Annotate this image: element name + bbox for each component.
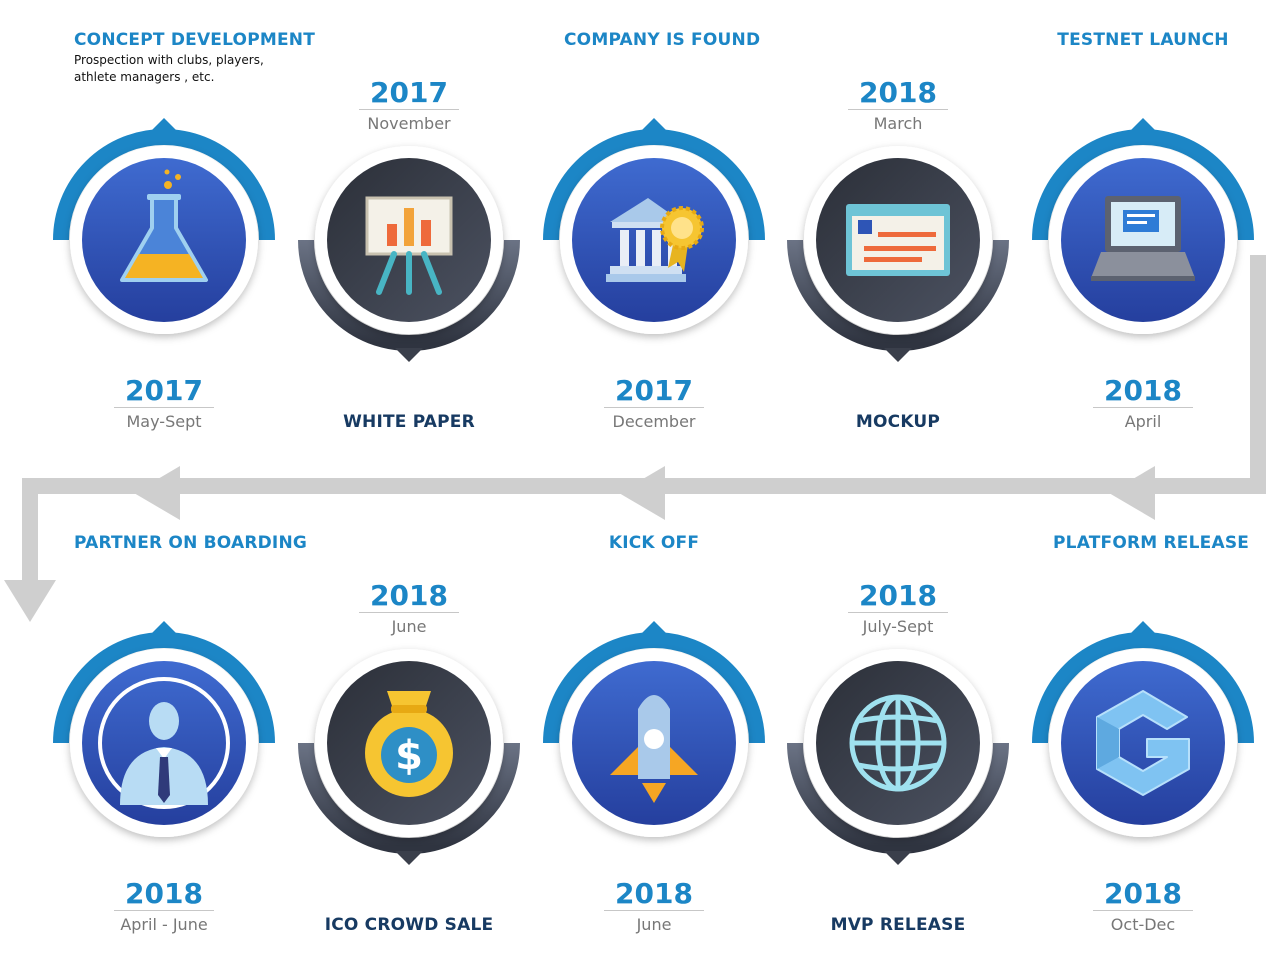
- milestone-node: [1049, 146, 1237, 334]
- arc-pointer: [150, 621, 178, 635]
- milestone-title: PARTNER ON BOARDING: [74, 533, 308, 553]
- svg-text:$: $: [395, 733, 423, 779]
- blue-arc: [543, 129, 765, 241]
- milestone-year: 2018: [604, 879, 704, 911]
- milestone-node: [560, 146, 748, 334]
- milestone-title: WHITE PAPER: [343, 412, 475, 432]
- milestone-node: [70, 649, 258, 837]
- milestone-year: 2018: [848, 581, 948, 613]
- milestone-title: KICK OFF: [608, 533, 700, 553]
- milestone-node: [804, 649, 992, 837]
- milestone-node: [70, 146, 258, 334]
- arc-pointer: [640, 621, 668, 635]
- milestone-date: November: [367, 114, 451, 133]
- browser-window-icon: [846, 204, 950, 276]
- milestone-node: [1049, 649, 1237, 837]
- laptop-icon: [1091, 196, 1195, 281]
- milestone-year: 2018: [1093, 879, 1193, 911]
- milestone-year: 2018: [359, 581, 459, 613]
- arc-pointer: [395, 851, 423, 865]
- arc-pointer: [1129, 621, 1157, 635]
- milestone-date: May-Sept: [126, 412, 202, 431]
- globe-icon: [849, 694, 947, 792]
- blue-arc: [1032, 632, 1254, 744]
- milestone-year: 2017: [359, 78, 459, 110]
- milestone-node: $: [315, 649, 503, 837]
- milestone-node: [560, 649, 748, 837]
- milestone-date: July-Sept: [862, 617, 934, 636]
- dark-arc: [298, 742, 520, 854]
- timeline-nodes: $: [70, 146, 1237, 837]
- milestone-date: December: [612, 412, 696, 431]
- flask-icon: [120, 169, 208, 282]
- milestone-description: Prospection with clubs, players, athlete…: [74, 53, 264, 84]
- blue-arc: [53, 129, 275, 241]
- milestone-year: 2018: [1093, 376, 1193, 408]
- dark-arc: [298, 239, 520, 351]
- left-arrowhead: [619, 466, 665, 520]
- milestone-year: 2018: [848, 78, 948, 110]
- milestone-title: ICO CROWD SALE: [324, 915, 494, 935]
- arc-pointer: [884, 851, 912, 865]
- blue-arc: [543, 632, 765, 744]
- milestone-node: [804, 146, 992, 334]
- milestone-date: April - June: [120, 915, 208, 934]
- left-arrowhead: [134, 466, 180, 520]
- dark-arc: [787, 239, 1009, 351]
- flow-arrows: [4, 255, 1266, 622]
- milestone-year: 2017: [604, 376, 704, 408]
- dark-arc: [787, 742, 1009, 854]
- down-arrowhead: [4, 580, 56, 622]
- money-bag-icon: $: [365, 691, 453, 797]
- milestone-date: April: [1124, 412, 1162, 431]
- milestone-title: MVP RELEASE: [830, 915, 966, 935]
- blue-arc: [53, 632, 275, 744]
- milestone-date: Oct-Dec: [1110, 915, 1176, 934]
- milestone-title: CONCEPT DEVELOPMENT: [74, 30, 316, 50]
- milestone-title: MOCKUP: [855, 412, 941, 432]
- milestone-date: June: [391, 617, 427, 636]
- milestone-node: [315, 146, 503, 334]
- arc-pointer: [150, 118, 178, 132]
- node-circle: [1061, 661, 1225, 825]
- arc-pointer: [884, 348, 912, 362]
- blue-arc: [1032, 129, 1254, 241]
- milestone-date: June: [636, 915, 672, 934]
- milestone-title: PLATFORM RELEASE: [1053, 533, 1250, 553]
- rocket-icon: [610, 695, 698, 803]
- arc-pointer: [1129, 118, 1157, 132]
- left-arrowhead: [1109, 466, 1155, 520]
- milestone-title: TESTNET LAUNCH: [1057, 30, 1229, 50]
- milestone-year: 2018: [114, 879, 214, 911]
- arc-pointer: [640, 118, 668, 132]
- timeline-waves: [53, 118, 1254, 865]
- presentation-board-icon: [365, 196, 453, 295]
- hexagon-logo-icon: [1096, 690, 1190, 796]
- milestone-year: 2017: [114, 376, 214, 408]
- arc-pointer: [395, 348, 423, 362]
- milestone-date: March: [873, 114, 923, 133]
- milestone-title: COMPANY IS FOUND: [564, 30, 761, 50]
- businessman-icon: [98, 677, 230, 809]
- bank-award-icon: [606, 198, 704, 282]
